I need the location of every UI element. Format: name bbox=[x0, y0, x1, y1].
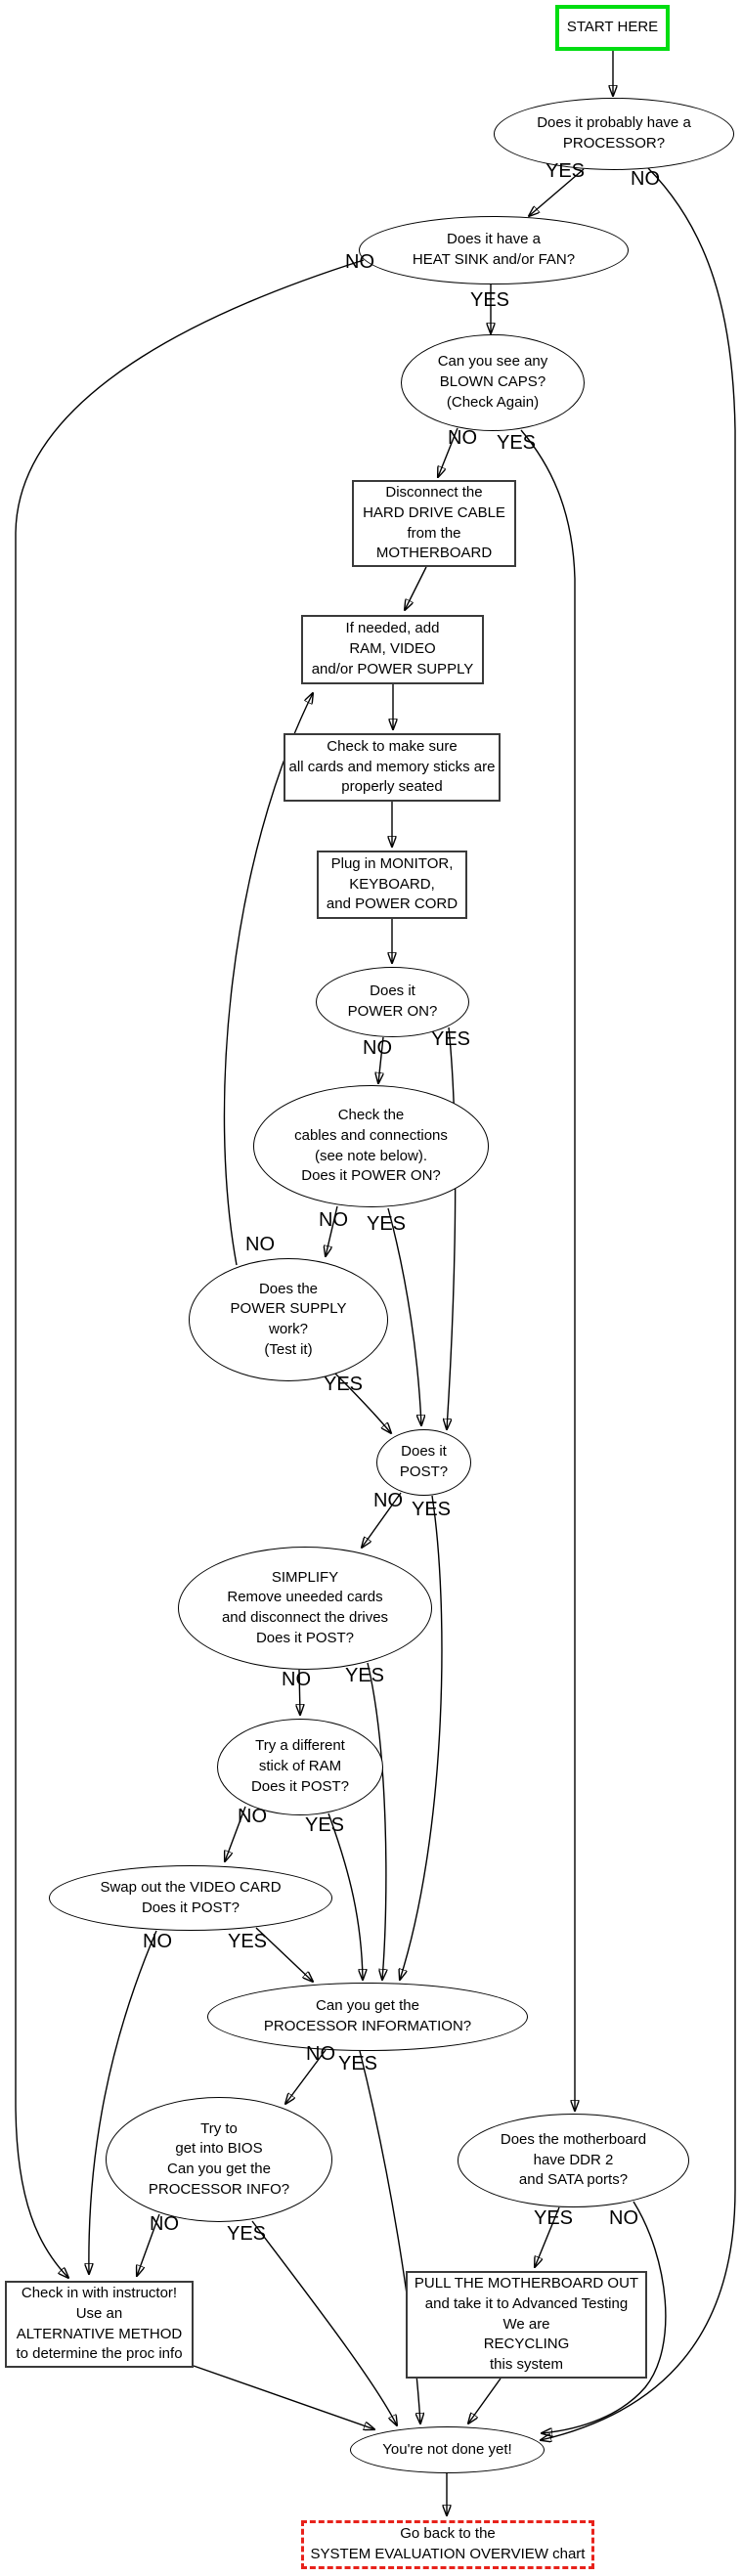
edge-label-blowncaps-no: NO bbox=[448, 427, 477, 449]
node-power-on-question: Does it POWER ON? bbox=[316, 967, 469, 1037]
edge-label-psu-no: NO bbox=[245, 1234, 275, 1255]
edge-label-checkcables-yes: YES bbox=[366, 1213, 407, 1235]
edge-label-procinfo-yes: YES bbox=[337, 2053, 378, 2074]
edge-ram-yes-procinfo bbox=[327, 1812, 363, 1980]
edge-label-videocard-yes: YES bbox=[227, 1931, 268, 1952]
edge-videocard-yes-procinfo bbox=[255, 1927, 313, 1982]
edge-post-yes-procinfo bbox=[400, 1495, 443, 1980]
edge-videocard-no-instructor bbox=[89, 1930, 157, 2274]
edge-label-post-yes: YES bbox=[411, 1499, 452, 1520]
edge-label-heatsink-yes: YES bbox=[469, 289, 510, 311]
edge-ram-no-videocard bbox=[225, 1806, 246, 1861]
edge-label-processor-no: NO bbox=[631, 168, 660, 190]
edge-label-ddr2-no: NO bbox=[609, 2207, 638, 2229]
edge-procinfo-yes-notdone bbox=[359, 2050, 420, 2423]
node-not-done: You're not done yet! bbox=[350, 2426, 545, 2473]
node-bios-question: Try to get into BIOS Can you get the PRO… bbox=[106, 2097, 332, 2222]
node-simplify-question: SIMPLIFY Remove uneeded cards and discon… bbox=[178, 1547, 432, 1670]
edge-label-videocard-no: NO bbox=[143, 1931, 172, 1952]
edge-poweron-no-checkcables bbox=[378, 1036, 384, 1083]
node-processor-question: Does it probably have a PROCESSOR? bbox=[494, 98, 734, 170]
node-pull-mobo: PULL THE MOTHERBOARD OUT and take it to … bbox=[406, 2271, 647, 2379]
edge-checkcables-yes-post bbox=[387, 1207, 421, 1425]
node-plug-in: Plug in MONITOR, KEYBOARD, and POWER COR… bbox=[317, 851, 467, 919]
edge-instructor-notdone bbox=[193, 2365, 374, 2429]
edge-poweron-yes-post bbox=[447, 1026, 457, 1429]
edge-label-poweron-no: NO bbox=[363, 1037, 392, 1059]
node-post-question: Does it POST? bbox=[376, 1429, 471, 1496]
node-start: START HERE bbox=[555, 5, 670, 51]
edge-simplify-no-ram bbox=[299, 1669, 300, 1715]
edge-disconnect-addparts bbox=[405, 566, 427, 610]
edge-psu-yes-post bbox=[333, 1372, 391, 1433]
edge-post-no-simplify bbox=[362, 1492, 402, 1548]
node-proc-info-question: Can you get the PROCESSOR INFORMATION? bbox=[207, 1983, 528, 2051]
edge-label-bios-no: NO bbox=[150, 2213, 179, 2235]
node-disconnect-hdd: Disconnect the HARD DRIVE CABLE from the… bbox=[352, 480, 516, 567]
edge-label-psu-yes: YES bbox=[323, 1374, 364, 1395]
edge-heatsink-no-instructor bbox=[15, 259, 365, 2278]
edge-label-ram-no: NO bbox=[238, 1806, 267, 1827]
edge-simplify-yes-procinfo bbox=[367, 1662, 386, 1980]
edge-label-ddr2-yes: YES bbox=[533, 2207, 574, 2229]
edge-psu-no-addparts bbox=[223, 693, 313, 1266]
node-psu-question: Does the POWER SUPPLY work? (Test it) bbox=[189, 1258, 388, 1381]
node-add-parts: If needed, add RAM, VIDEO and/or POWER S… bbox=[301, 615, 484, 684]
edge-blowncaps-no-disconnect bbox=[438, 427, 458, 477]
node-check-seated: Check to make sure all cards and memory … bbox=[284, 733, 501, 802]
edge-label-heatsink-no: NO bbox=[345, 251, 374, 273]
edge-processor-no-notdone bbox=[541, 167, 736, 2440]
node-video-card-question: Swap out the VIDEO CARD Does it POST? bbox=[49, 1865, 332, 1931]
node-blown-caps-question: Can you see any BLOWN CAPS? (Check Again… bbox=[401, 334, 585, 431]
edge-bios-no-instructor bbox=[137, 2213, 160, 2276]
edge-pullmobo-notdone bbox=[468, 2378, 502, 2423]
edge-ddr2-no-notdone bbox=[542, 2201, 667, 2433]
edge-blowncaps-yes-ddr2 bbox=[520, 429, 575, 2111]
edge-label-blowncaps-yes: YES bbox=[496, 432, 537, 454]
edge-label-ram-yes: YES bbox=[304, 1814, 345, 1836]
edge-label-poweron-yes: YES bbox=[430, 1028, 471, 1050]
node-heatsink-question: Does it have a HEAT SINK and/or FAN? bbox=[359, 216, 629, 284]
node-ddr2-question: Does the motherboard have DDR 2 and SATA… bbox=[458, 2114, 689, 2207]
edge-label-bios-yes: YES bbox=[226, 2223, 267, 2245]
node-instructor: Check in with instructor! Use an ALTERNA… bbox=[5, 2281, 194, 2368]
edge-label-procinfo-no: NO bbox=[306, 2043, 335, 2065]
node-check-cables-question: Check the cables and connections (see no… bbox=[253, 1085, 489, 1207]
edge-label-simplify-no: NO bbox=[282, 1669, 311, 1690]
edge-label-checkcables-no: NO bbox=[319, 1209, 348, 1231]
edge-procinfo-no-bios bbox=[285, 2049, 327, 2104]
edge-processor-yes-heatsink bbox=[529, 168, 585, 216]
edge-label-simplify-yes: YES bbox=[344, 1665, 385, 1686]
edge-bios-yes-notdone bbox=[251, 2220, 397, 2425]
edge-checkcables-no-psu bbox=[326, 1205, 338, 1256]
node-go-back: Go back to the SYSTEM EVALUATION OVERVIE… bbox=[301, 2520, 594, 2569]
edge-label-post-no: NO bbox=[373, 1490, 403, 1511]
edge-label-processor-yes: YES bbox=[545, 160, 586, 182]
node-ram-question: Try a different stick of RAM Does it POS… bbox=[217, 1719, 383, 1815]
edge-ddr2-yes-pullmobo bbox=[535, 2206, 560, 2267]
